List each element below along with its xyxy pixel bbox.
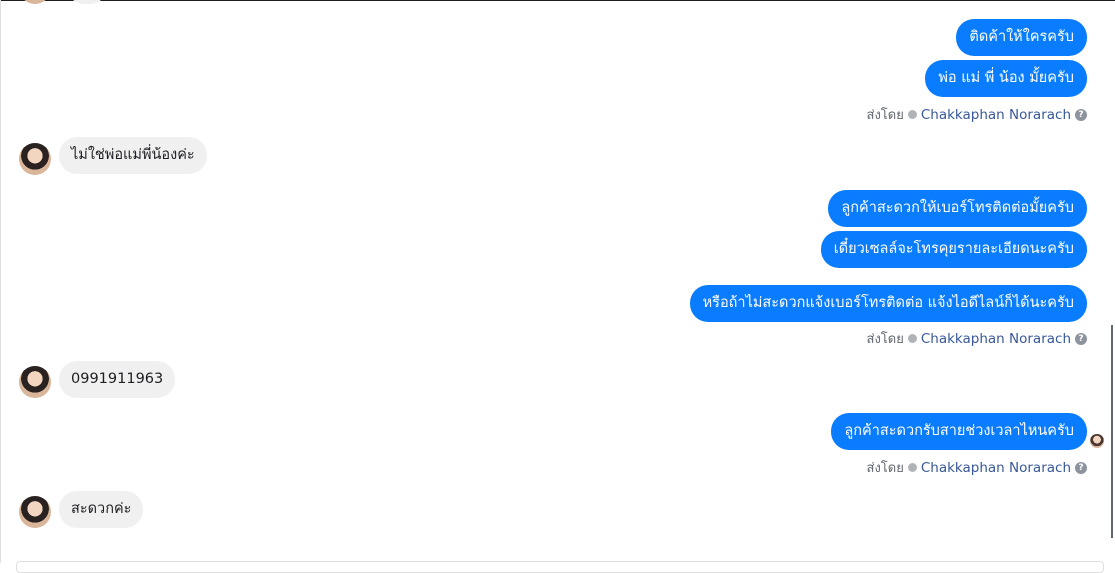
help-icon[interactable]: ? — [1075, 108, 1087, 121]
sender-name-link[interactable]: Chakkaphan Norarach — [920, 459, 1071, 476]
sent-by-label: ส่งโดย — [866, 108, 904, 123]
page-icon — [907, 463, 917, 472]
message-bubble-incoming: สะดวกค่ะ — [59, 491, 144, 528]
message-bubble-outgoing: พ่อ แม่ พี่ น้อง มั้ยครับ — [925, 60, 1087, 97]
sender-name-link[interactable]: Chakkaphan Norarach — [920, 330, 1071, 347]
seen-avatar — [1090, 434, 1104, 448]
sender-name-link[interactable]: Chakkaphan Norarach — [920, 106, 1071, 123]
sent-by-label: ส่งโดย — [866, 461, 904, 476]
avatar — [19, 0, 51, 4]
help-icon[interactable]: ? — [1075, 461, 1087, 474]
sent-by-label: ส่งโดย — [866, 332, 904, 347]
message-bubble-incoming — [67, 0, 107, 4]
page-icon — [907, 110, 917, 119]
avatar[interactable] — [19, 366, 51, 398]
avatar[interactable] — [19, 496, 51, 528]
message-bubble-outgoing: ติดค้าให้ใครครับ — [956, 19, 1087, 56]
sent-by-line: ส่งโดย Chakkaphan Norarach ? — [867, 104, 1087, 125]
top-border — [0, 0, 1115, 1]
help-icon[interactable]: ? — [1075, 332, 1087, 345]
scrollbar[interactable] — [1111, 325, 1113, 538]
page-icon — [907, 334, 917, 343]
message-bubble-outgoing: หรือถ้าไม่สะดวกแจ้งเบอร์โทรติดต่อ แจ้งไอ… — [689, 285, 1087, 322]
message-bubble-incoming: ไม่ใช่พ่อแม่พี่น้องค่ะ — [59, 137, 207, 174]
left-border — [0, 0, 1, 563]
message-bubble-outgoing: ลูกค้าสะดวกรับสายช่วงเวลาไหนครับ — [831, 413, 1087, 450]
sent-by-line: ส่งโดย Chakkaphan Norarach ? — [867, 328, 1087, 349]
avatar[interactable] — [19, 143, 51, 175]
sent-by-line: ส่งโดย Chakkaphan Norarach ? — [867, 457, 1087, 478]
message-bubble-outgoing: ลูกค้าสะดวกให้เบอร์โทรติดต่อมั้ยครับ — [828, 190, 1087, 227]
message-bubble-incoming: 0991911963 — [59, 361, 176, 398]
message-bubble-outgoing: เดี๋ยวเซลล์จะโทรคุยรายละเอียดนะครับ — [820, 231, 1087, 268]
